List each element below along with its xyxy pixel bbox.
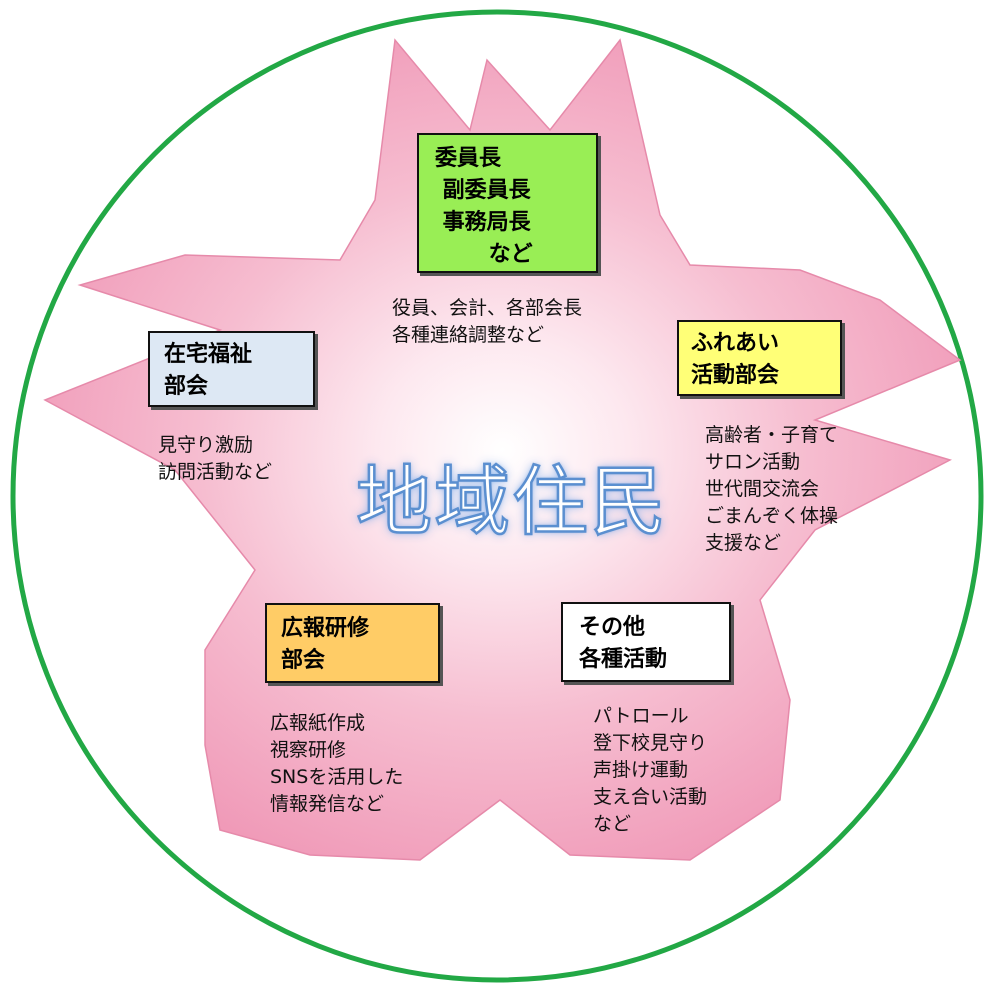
pr-description: 広報紙作成 視察研修 SNSを活用した 情報発信など (270, 712, 404, 815)
leaders-box: 委員長 副委員長 事務局長 など (417, 133, 598, 273)
welfare-box: 在宅福祉 部会 (148, 331, 315, 407)
pr-box: 広報研修 部会 (265, 603, 440, 683)
welfare-description: 見守り激励 訪問活動など (158, 434, 273, 483)
other-box: その他 各種活動 (561, 602, 731, 682)
leaders-description: 役員、会計、各部会長 各種連絡調整など (392, 297, 583, 346)
other-description: パトロール 登下校見守り 声掛け運動 支え合い活動 など (593, 705, 708, 835)
fureai-box: ふれあい 活動部会 (677, 320, 842, 396)
fureai-description: 高齢者・子育て サロン活動 世代間交流会 ごまんぞく体操 支援など (705, 424, 839, 554)
center-title: 地域住民 (355, 456, 668, 548)
